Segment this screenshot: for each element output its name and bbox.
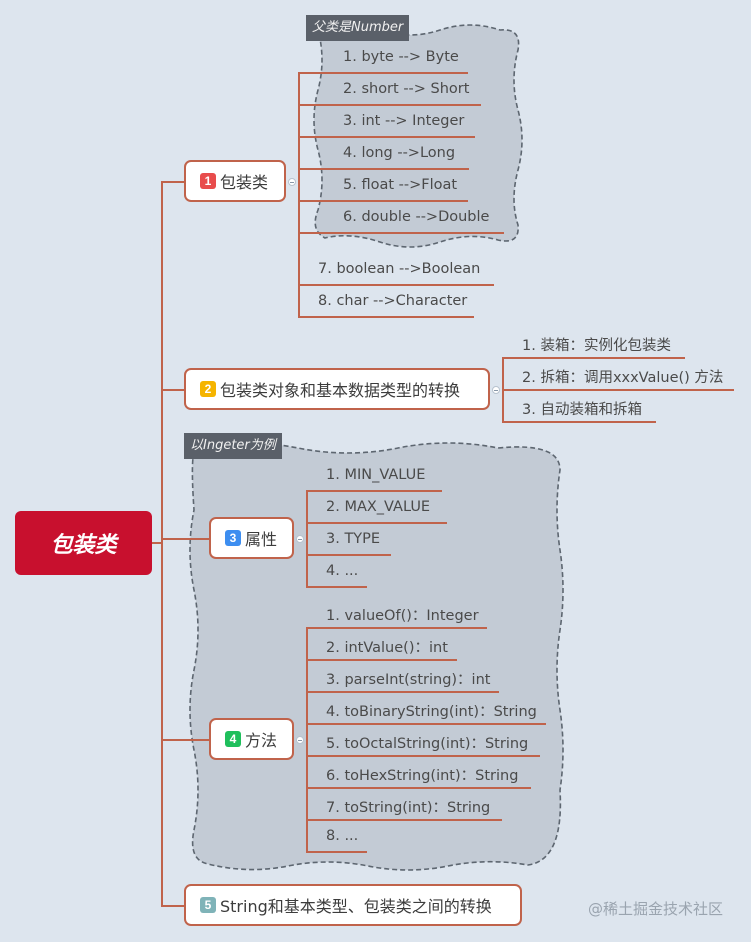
topic-label: 包装类对象和基本数据类型的转换 <box>220 381 461 400</box>
connector-h <box>306 627 487 629</box>
connector-h <box>298 104 481 106</box>
subtopic[interactable]: 4. ... <box>326 563 359 579</box>
subtopic[interactable]: 5. toOctalString(int)：String <box>326 736 529 752</box>
connector-h <box>298 200 468 202</box>
subtopic[interactable]: 1. 装箱：实例化包装类 <box>522 338 671 354</box>
subtopic[interactable]: 8. ... <box>326 828 359 844</box>
topic-string-conversion[interactable]: 5 String和基本类型、包装类之间的转换 <box>184 884 522 926</box>
connector-t5 <box>161 905 185 907</box>
priority-5-icon: 5 <box>200 897 216 913</box>
boundary-label-number: 父类是Number <box>306 15 410 41</box>
subtopic[interactable]: 1. MIN_VALUE <box>326 467 426 483</box>
connector-t4 <box>161 739 210 741</box>
subtopic[interactable]: 2. MAX_VALUE <box>326 499 431 515</box>
subtopic[interactable]: 2. 拆箱：调用xxxValue() 方法 <box>522 370 724 386</box>
topic-wrapper-classes[interactable]: 1 包装类 <box>184 160 286 202</box>
collapse-toggle-icon[interactable] <box>492 386 500 394</box>
connector-h <box>298 232 504 234</box>
topic-methods[interactable]: 4 方法 <box>209 718 294 760</box>
topic-label: String和基本类型、包装类之间的转换 <box>220 897 492 916</box>
subtopic[interactable]: 8. char -->Character <box>318 293 468 309</box>
subtopic[interactable]: 3. parseInt(string)：int <box>326 672 491 688</box>
connector-h <box>298 284 494 286</box>
connector-h <box>502 357 685 359</box>
connector-h <box>306 723 546 725</box>
connector-h <box>298 136 475 138</box>
connector-vertical <box>298 72 300 317</box>
connector-h <box>306 691 499 693</box>
connector-t3 <box>161 538 210 540</box>
connector-h <box>298 168 469 170</box>
subtopic[interactable]: 6. toHexString(int)：String <box>326 768 519 784</box>
subtopic[interactable]: 6. double -->Double <box>343 209 490 225</box>
connector-vertical <box>306 627 308 852</box>
connector-trunk <box>161 181 163 907</box>
subtopic[interactable]: 2. intValue()：int <box>326 640 448 656</box>
subtopic[interactable]: 7. boolean -->Boolean <box>318 261 481 277</box>
boundary-label-integer: 以Ingeter为例 <box>184 433 282 459</box>
connector-h <box>306 819 502 821</box>
subtopic[interactable]: 2. short --> Short <box>343 81 470 97</box>
priority-1-icon: 1 <box>200 173 216 189</box>
subtopic[interactable]: 1. valueOf()：Integer <box>326 608 479 624</box>
subtopic[interactable]: 3. 自动装箱和拆箱 <box>522 402 642 418</box>
subtopic[interactable]: 7. toString(int)：String <box>326 800 491 816</box>
connector-vertical <box>306 490 308 587</box>
connector-h <box>502 421 656 423</box>
connector-t2 <box>161 389 185 391</box>
central-topic[interactable]: 包装类 <box>15 511 152 575</box>
connector-h <box>306 787 531 789</box>
connector-h <box>306 522 447 524</box>
connector-h <box>298 316 474 318</box>
connector-t1 <box>161 181 185 183</box>
collapse-toggle-icon[interactable] <box>288 178 296 186</box>
connector-h <box>306 659 457 661</box>
connector-central <box>152 542 162 544</box>
subtopic[interactable]: 3. TYPE <box>326 531 381 547</box>
watermark: @稀土掘金技术社区 <box>588 900 724 918</box>
connector-h <box>298 72 468 74</box>
connector-h <box>502 389 734 391</box>
topic-label: 方法 <box>245 731 278 750</box>
connector-h <box>306 554 391 556</box>
priority-2-icon: 2 <box>200 381 216 397</box>
subtopic[interactable]: 4. long -->Long <box>343 145 456 161</box>
connector-h <box>306 586 367 588</box>
subtopic[interactable]: 5. float -->Float <box>343 177 458 193</box>
connector-h <box>306 490 442 492</box>
topic-label: 包装类 <box>220 173 269 192</box>
connector-h <box>306 851 367 853</box>
topic-label: 属性 <box>245 530 278 549</box>
priority-4-icon: 4 <box>225 731 241 747</box>
subtopic[interactable]: 4. toBinaryString(int)：String <box>326 704 537 720</box>
collapse-toggle-icon[interactable] <box>296 535 304 543</box>
topic-conversion[interactable]: 2 包装类对象和基本数据类型的转换 <box>184 368 490 410</box>
collapse-toggle-icon[interactable] <box>296 736 304 744</box>
subtopic[interactable]: 3. int --> Integer <box>343 113 465 129</box>
topic-properties[interactable]: 3 属性 <box>209 517 294 559</box>
priority-3-icon: 3 <box>225 530 241 546</box>
connector-h <box>306 755 540 757</box>
subtopic[interactable]: 1. byte --> Byte <box>343 49 459 65</box>
